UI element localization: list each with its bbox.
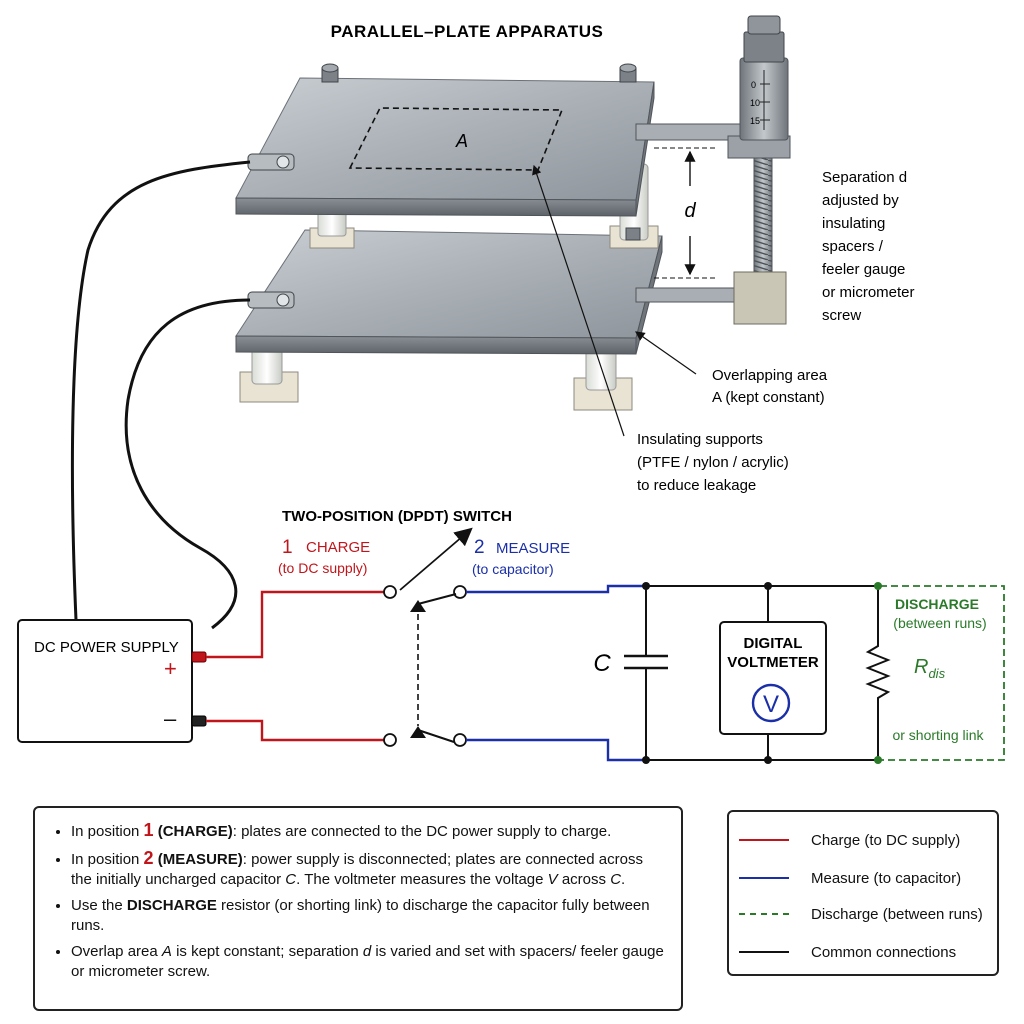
pos2-label: MEASURE <box>496 540 570 557</box>
legend-box: Charge (to DC supply) Measure (to capaci… <box>727 810 999 976</box>
charge-wire-top <box>206 590 384 659</box>
svg-text:feeler gauge: feeler gauge <box>822 261 905 278</box>
separation-label: d <box>684 200 696 222</box>
svg-text:(PTFE / nylon / acrylic): (PTFE / nylon / acrylic) <box>637 454 789 471</box>
shorting-link-label: or shorting link <box>892 727 984 743</box>
upper-plate-terminal <box>247 153 295 171</box>
lower-plate <box>235 229 663 355</box>
dc-power-supply <box>17 619 193 743</box>
legend-label-charge: Charge (to DC supply) <box>811 831 961 849</box>
legend-swatch-measure <box>739 877 789 879</box>
legend-item-charge: Charge (to DC supply) <box>739 830 960 850</box>
bolt-lower-right <box>625 227 641 241</box>
resistor-label: Rdis <box>914 656 946 681</box>
micrometer-screw: 0 10 15 <box>635 15 791 325</box>
legend-swatch-charge <box>739 839 789 841</box>
svg-text:Insulating supports: Insulating supports <box>637 431 763 448</box>
supports-note: Insulating supports (PTFE / nylon / acry… <box>637 431 789 494</box>
svg-text:insulating: insulating <box>822 215 885 232</box>
svg-text:to reduce leakage: to reduce leakage <box>637 477 756 494</box>
legend-item-discharge: Discharge (between runs) <box>739 904 983 924</box>
svg-text:Separation d: Separation d <box>822 169 907 186</box>
lower-support-front-left <box>239 347 299 403</box>
upper-plate-lead <box>70 160 251 621</box>
note-3: Use the DISCHARGE resistor (or shorting … <box>71 896 667 936</box>
voltmeter-label-2: VOLTMETER <box>727 654 819 671</box>
pos1-label: CHARGE <box>306 539 370 556</box>
svg-text:screw: screw <box>822 307 861 324</box>
micrometer-tick-10: 10 <box>750 98 760 108</box>
overlap-note: Overlapping area A (kept constant) <box>712 367 828 406</box>
pos2-number: 2 <box>474 537 485 558</box>
plus-terminal-label: + <box>164 656 177 681</box>
legend-swatch-common <box>739 951 789 953</box>
svg-text:adjusted by: adjusted by <box>822 192 899 209</box>
minus-terminal <box>191 715 207 727</box>
svg-text:spacers /: spacers / <box>822 238 884 255</box>
plus-terminal <box>191 651 207 663</box>
svg-text:A (kept constant): A (kept constant) <box>712 389 825 406</box>
upper-plate <box>235 77 655 217</box>
micrometer-tick-15: 15 <box>750 116 760 126</box>
voltmeter-symbol-label: V <box>763 691 779 718</box>
switch-title: TWO-POSITION (DPDT) SWITCH <box>282 508 512 525</box>
legend-item-common: Common connections <box>739 942 956 962</box>
legend-swatch-discharge <box>739 913 789 915</box>
legend-label-common: Common connections <box>811 943 957 961</box>
voltmeter-symbol <box>751 683 791 723</box>
charge-wire-bottom <box>206 719 384 742</box>
supports-leader <box>532 164 625 437</box>
note-2: In position 2 (MEASURE): power supply is… <box>71 848 667 890</box>
discharge-label: DISCHARGE <box>895 596 979 612</box>
legend-label-measure: Measure (to capacitor) <box>811 869 962 887</box>
lower-plate-lead <box>124 298 251 630</box>
legend-label-discharge: Discharge (between runs) <box>811 905 983 923</box>
separation-dimension <box>654 147 716 279</box>
svg-text:or micrometer: or micrometer <box>822 284 915 301</box>
discharge-sub: (between runs) <box>893 615 986 631</box>
micrometer-tick-0: 0 <box>751 80 756 90</box>
discharge-loop <box>880 585 1005 761</box>
pos1-number: 1 <box>282 537 293 558</box>
common-connections <box>642 582 882 764</box>
discharge-resistor <box>865 640 891 706</box>
dc-power-supply-label: DC POWER SUPPLY <box>34 639 179 656</box>
note-4: Overlap area A is kept constant; separat… <box>71 942 667 982</box>
capacitor-symbol <box>624 654 668 670</box>
bolt-right <box>619 63 637 83</box>
voltmeter-label-1: DIGITAL <box>744 635 803 652</box>
capacitor-label: C <box>593 650 611 677</box>
overlap-area-outline <box>348 107 564 171</box>
instructions-box: In position 1 (CHARGE): plates are conne… <box>33 806 683 1011</box>
note-1: In position 1 (CHARGE): plates are conne… <box>71 820 667 842</box>
lower-plate-terminal <box>247 291 295 309</box>
overlap-leader <box>635 331 697 375</box>
digital-voltmeter <box>719 621 827 735</box>
dpdt-switch <box>383 527 473 747</box>
minus-terminal-label: – <box>164 706 177 731</box>
separation-note: Separation d adjusted by insulating spac… <box>822 169 915 324</box>
measure-wire-top <box>466 584 646 594</box>
pos2-sub: (to capacitor) <box>472 561 554 577</box>
lower-support-front-right <box>573 349 633 411</box>
measure-wire-bottom <box>466 738 646 762</box>
legend-item-measure: Measure (to capacitor) <box>739 868 961 888</box>
overlap-area-label: A <box>455 131 468 151</box>
svg-text:Overlapping area: Overlapping area <box>712 367 828 384</box>
pos1-sub: (to DC supply) <box>278 560 367 576</box>
bolt-left <box>321 63 339 83</box>
apparatus-title: PARALLEL–PLATE APPARATUS <box>331 22 604 41</box>
